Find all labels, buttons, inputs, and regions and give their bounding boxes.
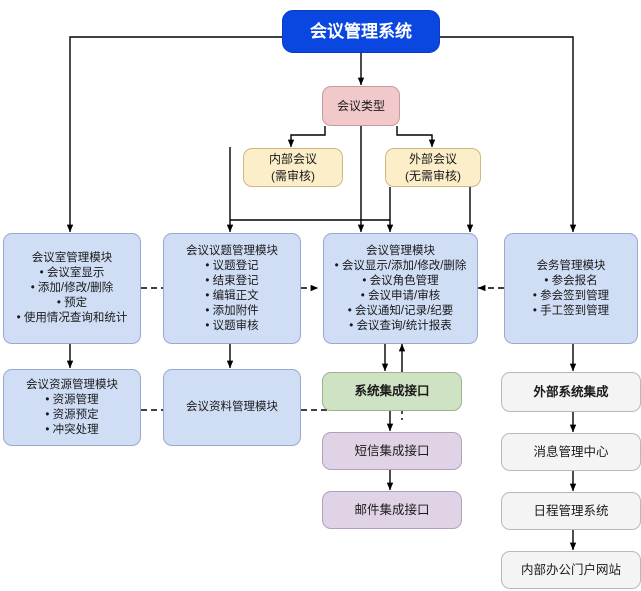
node-meeting-module[interactable]: 会议管理模块 • 会议显示/添加/修改/删除 • 会议角色管理 • 会议申请/审… [323,233,478,344]
node-material-module-title: 会议资料管理模块 [186,401,278,413]
node-resource-module-item-0: • 资源管理 [45,393,99,406]
node-integration-api[interactable]: 系统集成接口 [322,372,462,411]
node-schedule-system-label: 日程管理系统 [533,503,609,518]
node-meeting-module-item-4: • 会议查询/统计报表 [349,319,452,332]
node-portal-site[interactable]: 内部办公门户网站 [501,551,641,589]
node-room-module-title: 会议室管理模块 [31,252,113,264]
node-meeting-module-title: 会议管理模块 [366,244,435,257]
node-message-center-label: 消息管理中心 [533,444,609,459]
node-affairs-module-item-0: • 参会报名 [544,274,598,287]
node-integration-api-label: 系统集成接口 [354,384,430,398]
node-meeting-type-label: 会议类型 [336,98,385,113]
node-topic-module-item-2: • 编辑正文 [205,289,259,302]
node-affairs-module-item-2: • 手工签到管理 [532,304,610,317]
node-external-integration-label: 外部系统集成 [533,384,609,399]
node-topic-module-item-3: • 添加附件 [205,304,259,317]
node-topic-module-item-1: • 结束登记 [205,274,259,287]
node-room-module-item-3: • 使用情况查询和统计 [16,312,128,324]
node-internal-meeting[interactable]: 内部会议 (需审核) [243,148,343,187]
node-affairs-module-title: 会务管理模块 [536,259,606,272]
node-resource-module-item-1: • 资源预定 [45,408,99,421]
node-resource-module-item-2: • 冲突处理 [45,423,99,436]
node-meeting-module-item-1: • 会议角色管理 [362,274,439,287]
node-portal-site-label: 内部办公门户网站 [520,562,621,577]
node-root-system-label: 会议管理系统 [310,22,412,41]
node-external-meeting-line1: 外部会议 [408,151,457,166]
node-sms-api-label: 短信集成接口 [354,443,430,458]
node-mail-api[interactable]: 邮件集成接口 [322,491,462,529]
node-internal-meeting-line2: (需审核) [271,168,315,183]
node-topic-module[interactable]: 会议议题管理模块 • 议题登记 • 结束登记 • 编辑正文 • 添加附件 • 议… [163,233,301,344]
node-schedule-system[interactable]: 日程管理系统 [501,492,641,530]
node-external-integration[interactable]: 外部系统集成 [501,372,641,412]
node-root-system[interactable]: 会议管理系统 [282,10,440,53]
node-sms-api[interactable]: 短信集成接口 [322,432,462,470]
node-meeting-module-item-3: • 会议通知/记录/纪要 [347,304,454,317]
node-mail-api-label: 邮件集成接口 [354,502,430,517]
node-external-meeting-line2: (无需审核) [405,168,461,183]
node-external-meeting[interactable]: 外部会议 (无需审核) [385,148,481,187]
node-internal-meeting-line1: 内部会议 [268,151,317,166]
node-message-center[interactable]: 消息管理中心 [501,433,641,471]
node-room-module-item-1: • 添加/修改/删除 [30,282,114,294]
node-room-module-item-0: • 会议室显示 [39,267,105,279]
node-affairs-module[interactable]: 会务管理模块 • 参会报名 • 参会签到管理 • 手工签到管理 [504,233,638,344]
node-topic-module-title: 会议议题管理模块 [186,244,278,257]
node-topic-module-item-0: • 议题登记 [205,259,259,272]
node-room-module[interactable]: 会议室管理模块 • 会议室显示 • 添加/修改/删除 • 预定 • 使用情况查询… [3,233,141,344]
node-meeting-type[interactable]: 会议类型 [322,86,400,126]
node-meeting-module-item-0: • 会议显示/添加/修改/删除 [334,259,467,272]
node-resource-module-title: 会议资源管理模块 [26,378,118,391]
node-room-module-item-2: • 预定 [56,297,88,309]
node-resource-module[interactable]: 会议资源管理模块 • 资源管理 • 资源预定 • 冲突处理 [3,369,141,446]
node-affairs-module-item-1: • 参会签到管理 [532,289,610,302]
node-material-module[interactable]: 会议资料管理模块 [163,369,301,446]
node-meeting-module-item-2: • 会议申请/审核 [360,289,441,302]
node-topic-module-item-4: • 议题审核 [205,319,259,332]
